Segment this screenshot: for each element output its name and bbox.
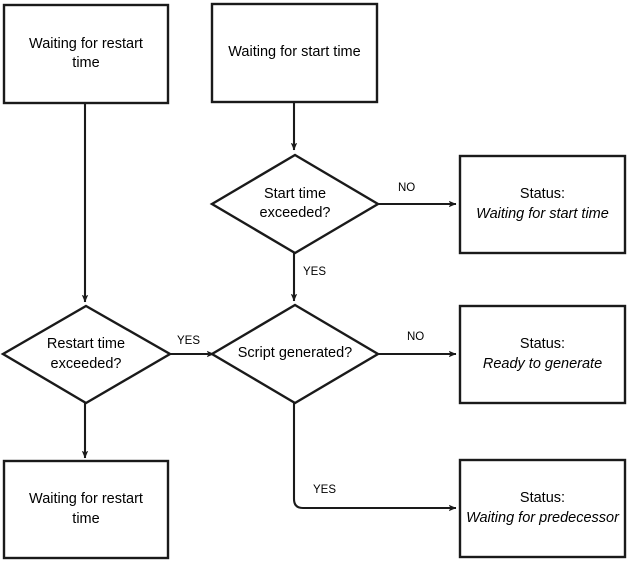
node-restart-time-exceeded[interactable]	[0, 304, 173, 405]
node-status-waiting-predecessor[interactable]	[458, 458, 627, 559]
node-start-time-exceeded[interactable]	[209, 153, 381, 255]
node-status-waiting-start[interactable]	[458, 154, 627, 255]
edge-label-starttime-no: NO	[398, 182, 416, 194]
node-script-generated[interactable]	[209, 303, 381, 405]
node-waiting-start-time[interactable]	[210, 2, 379, 104]
node-waiting-restart-bottom[interactable]	[2, 459, 170, 560]
connector-script-yes	[292, 403, 457, 512]
edge-label-script-no: NO	[407, 331, 425, 343]
edge-label-starttime-yes: YES	[303, 266, 327, 278]
node-status-ready-generate[interactable]	[458, 304, 627, 405]
edge-label-script-yes: YES	[313, 484, 337, 496]
node-waiting-restart-top[interactable]	[2, 3, 170, 105]
edge-label-restart-yes: YES	[177, 335, 201, 347]
